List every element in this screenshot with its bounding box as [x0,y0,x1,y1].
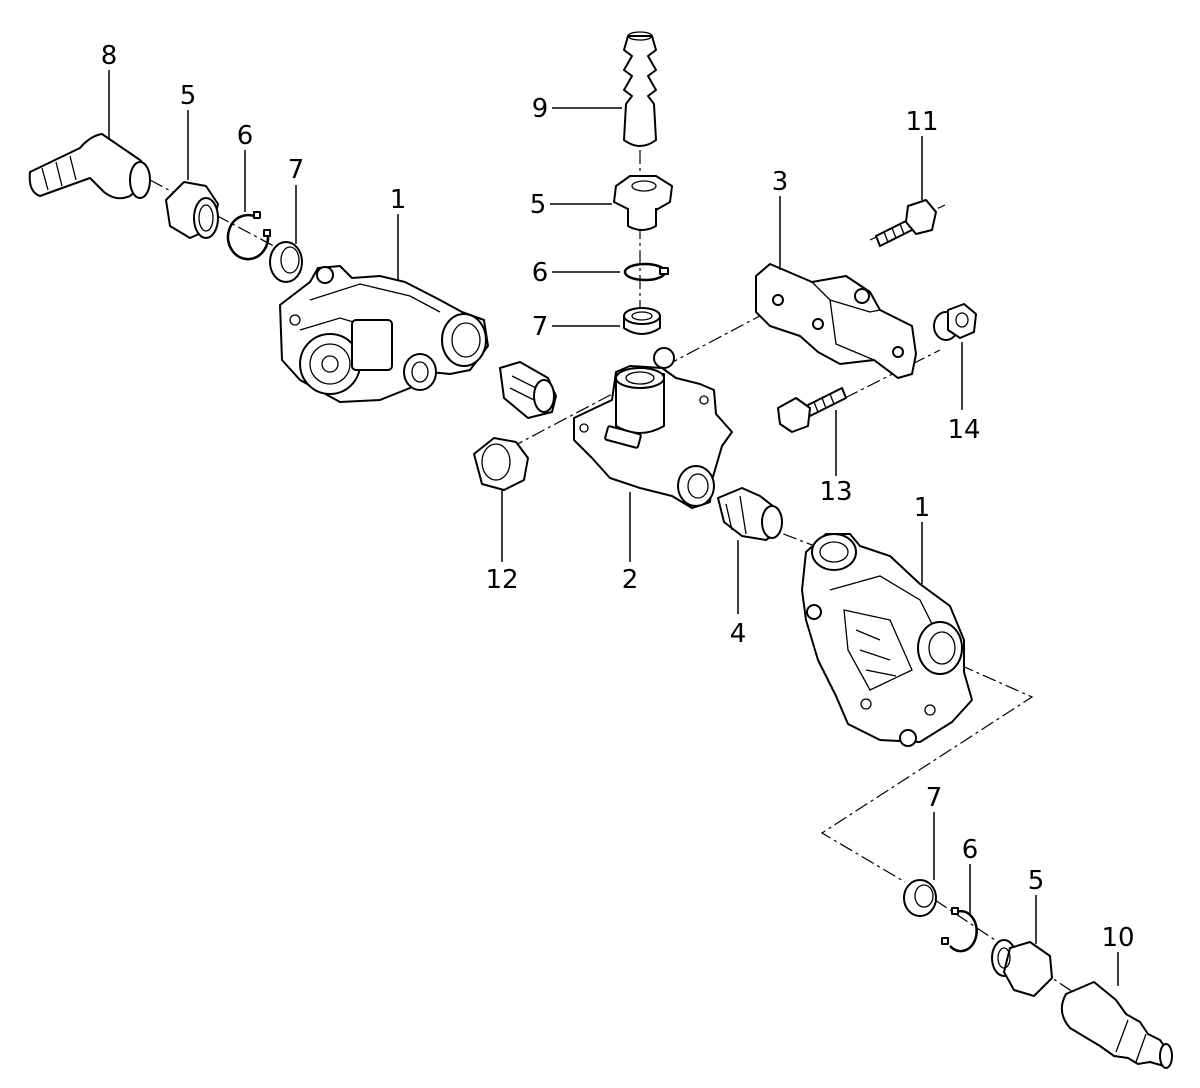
part-11-bolt [875,199,937,247]
callout-5-bottom: 5 [1028,866,1045,896]
part-1-valve-housing-left [279,265,489,403]
part-6-circlip-left [226,211,271,261]
callout-13: 13 [819,477,852,507]
part-4-nipple [717,487,783,541]
callout-1-right: 1 [914,493,931,523]
part-6-circlip-top [623,262,669,282]
callout-labels: 8 5 6 7 1 9 5 6 7 3 11 14 13 12 2 4 1 7 … [101,41,1135,953]
callout-7-left: 7 [288,155,305,185]
callout-7-top: 7 [532,312,549,342]
callout-6-top: 6 [532,258,549,288]
part-5-hex-nipple-bottom [991,939,1053,997]
part-7-seal-bottom [903,879,937,917]
part-5-hex-nipple-top [613,175,673,231]
part-1-valve-housing-right [801,533,973,747]
callout-10: 10 [1101,923,1134,953]
callout-12: 12 [485,565,518,595]
part-10-hose-barb-bottom [1060,981,1173,1069]
callout-6-left: 6 [237,121,254,151]
callout-11: 11 [905,107,938,137]
callout-9: 9 [532,94,549,124]
callout-4: 4 [730,619,747,649]
part-8-elbow-fitting [28,133,151,200]
callout-5-top: 5 [530,190,547,220]
part-2-distributor-body [573,347,733,509]
part-6-circlip-bottom [941,907,978,953]
part-13-bolt [777,387,847,433]
callout-8: 8 [101,41,118,71]
callout-2: 2 [622,565,639,595]
callout-5-left: 5 [180,81,197,111]
callout-7-bottom: 7 [926,783,943,813]
callout-1-left: 1 [390,185,407,215]
callout-3: 3 [772,167,789,197]
part-5-hex-nipple-left [165,181,219,239]
callout-6-bottom: 6 [962,835,979,865]
part-7-seal-top [623,307,661,335]
callout-14: 14 [947,415,980,445]
part-3-mounting-bracket [755,263,917,379]
connecting-nipple [499,361,557,419]
part-12-cap-nut [473,437,529,491]
part-7-seal-left [269,241,303,283]
part-9-hose-barb-top [623,31,657,147]
leader-lines [108,70,1119,986]
part-14-flange-nut [933,303,977,341]
